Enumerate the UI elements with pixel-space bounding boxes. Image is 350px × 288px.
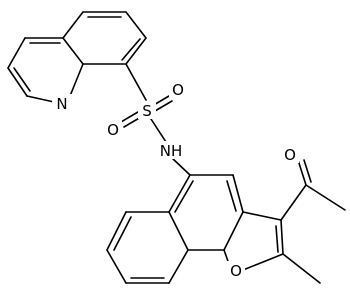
naphtho-benzo-ring: [106, 211, 189, 284]
bond-s-o-bottom: [120, 111, 139, 123]
bond-methyl: [282, 253, 321, 284]
bond-s-nh: [150, 118, 167, 143]
quinoline-benzo-ring: [62, 11, 147, 65]
atom-label-acetyl-o: O: [284, 146, 296, 164]
bond-s-o-top-2: [154, 100, 173, 112]
furan-ring: [223, 211, 284, 271]
atom-label-amide-nh: NH: [160, 142, 183, 160]
quinoline-pyridine-ring: [7, 37, 84, 103]
bond-nh-c5: [171, 157, 191, 176]
naphtho-middle-ring: [168, 174, 244, 251]
atom-label-sulfonyl-o-bottom: O: [107, 121, 119, 139]
atom-label-sulfonyl-s: S: [142, 102, 152, 120]
atom-label-quinoline-n: N: [56, 95, 67, 113]
atom-label-sulfonyl-o-top: O: [172, 81, 184, 99]
bond-c8-s: [125, 63, 147, 101]
atom-label-furan-o: O: [230, 262, 242, 280]
acetyl-group: [280, 159, 346, 221]
